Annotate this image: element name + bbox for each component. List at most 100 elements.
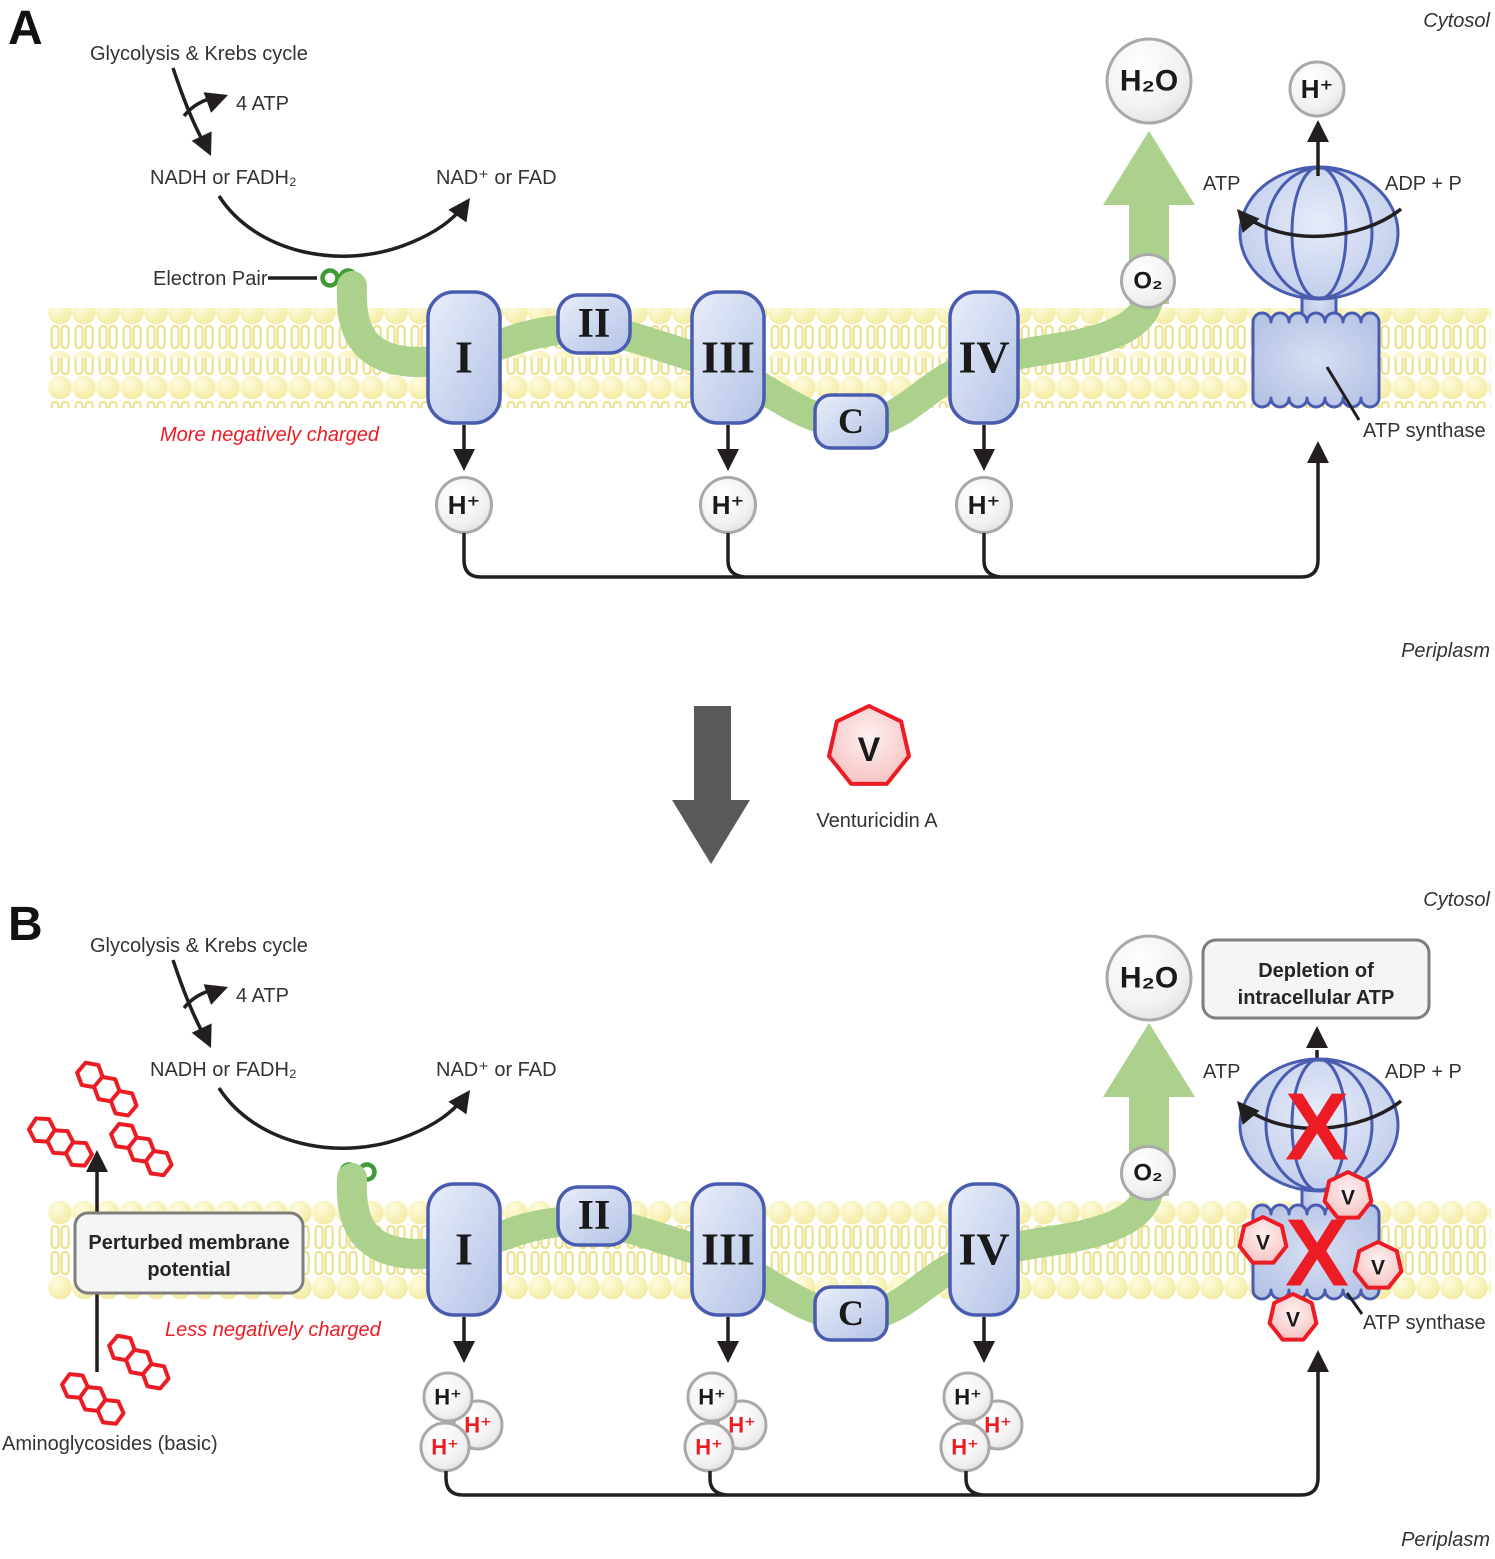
cytochrome-c-label: C xyxy=(838,1293,864,1333)
nadh-label: NADH or FADH₂ xyxy=(150,1059,297,1081)
complex-ii xyxy=(556,1185,632,1247)
h2o-label: H₂O xyxy=(1120,65,1178,98)
depletion-text-2: intracellular ATP xyxy=(1238,987,1395,1009)
arrowhead-icon xyxy=(717,449,739,471)
complex-iii xyxy=(690,1182,766,1317)
arrowhead-icon xyxy=(717,1341,739,1363)
charge-note: Less negatively charged xyxy=(165,1319,382,1341)
periplasm-label: Periplasm xyxy=(1401,640,1490,662)
cytosol-label: Cytosol xyxy=(1423,10,1490,32)
venturicidin-symbol: V xyxy=(1341,1187,1355,1210)
o2-circle xyxy=(1120,253,1176,309)
transition: V Venturicidin A xyxy=(672,704,938,864)
o2-arrow-head xyxy=(1103,1023,1195,1097)
perturbed-text-2: potential xyxy=(147,1259,230,1281)
arrowhead-icon xyxy=(973,449,995,471)
venturicidin-heptagon xyxy=(827,704,911,786)
h-plus-label: H⁺ xyxy=(464,1413,492,1438)
h-plus-label: H⁺ xyxy=(951,1435,979,1460)
synthase-pointer xyxy=(1345,1292,1364,1315)
h-plus-circle xyxy=(699,476,757,534)
complex-iii xyxy=(690,290,766,425)
adp-label: ADP + P xyxy=(1385,173,1462,195)
venturicidin-name: Venturicidin A xyxy=(816,810,938,832)
aminoglycoside-chain xyxy=(73,1058,141,1121)
nad-label: NAD⁺ or FAD xyxy=(436,167,557,189)
proton-return-branch xyxy=(964,1471,983,1497)
synthase-head xyxy=(1238,165,1400,301)
complex-i-label: I xyxy=(455,332,473,383)
aminoglycoside-chain xyxy=(107,1119,175,1180)
nadh-to-nad-arc xyxy=(217,1087,465,1150)
complex-iii-label: III xyxy=(701,332,755,383)
blocked-x-head: X xyxy=(1285,1074,1349,1181)
arrowhead-icon xyxy=(1307,120,1329,142)
glycolysis-label: Glycolysis & Krebs cycle xyxy=(90,43,308,65)
venturicidin-symbol: V xyxy=(1256,1232,1270,1255)
h-plus-cluster: H⁺ H⁺ H⁺ xyxy=(683,1371,768,1473)
aminoglycoside-chain xyxy=(58,1369,127,1429)
cytochrome-c xyxy=(813,393,889,450)
arrowhead-icon xyxy=(203,84,232,113)
arrowhead-icon xyxy=(973,1341,995,1363)
rotation-arrow xyxy=(1239,207,1403,239)
charge-note: More negatively charged xyxy=(160,424,380,446)
nadh-label: NADH or FADH₂ xyxy=(150,167,297,189)
transition-arrow-head xyxy=(672,800,750,864)
aminoglycoside-chain xyxy=(105,1331,173,1394)
h2o-circle xyxy=(1105,37,1193,125)
h2o-label: H₂O xyxy=(1120,962,1178,995)
o2-label: O₂ xyxy=(1133,268,1162,295)
glycolysis-arrow xyxy=(171,959,208,1040)
h-plus-circle xyxy=(955,476,1013,534)
glycolysis-arrow xyxy=(171,67,208,148)
o2-label: O₂ xyxy=(1133,1160,1162,1187)
panel-b: B Cytosol Periplasm Glycolysis & Krebs c… xyxy=(2,889,1491,1551)
perturbed-box xyxy=(73,1211,305,1295)
panel-b-label: B xyxy=(8,898,43,951)
complex-ii-label: II xyxy=(578,301,611,347)
h-plus-label: H⁺ xyxy=(434,1385,462,1410)
four-atp-label: 4 ATP xyxy=(236,985,289,1007)
atp-synthase-label: ATP synthase xyxy=(1363,1312,1486,1334)
h-plus-cluster: H⁺ H⁺ H⁺ xyxy=(939,1371,1024,1473)
nadh-to-nad-arc xyxy=(217,195,465,258)
arrowhead-icon xyxy=(203,976,232,1005)
proton-return-branch xyxy=(982,533,1001,579)
venturicidin-symbol: V xyxy=(1286,1309,1300,1332)
adp-label: ADP + P xyxy=(1385,1061,1462,1083)
perturbed-text-1: Perturbed membrane xyxy=(88,1232,289,1254)
h-plus-cluster: H⁺ H⁺ H⁺ xyxy=(419,1371,504,1473)
proton-return-path xyxy=(444,1370,1320,1497)
complex-iii-label: III xyxy=(701,1224,755,1275)
electron-icon xyxy=(320,268,340,288)
synthase-base xyxy=(1251,311,1381,409)
complex-iv-label: IV xyxy=(958,1224,1009,1275)
complex-ii xyxy=(556,293,632,355)
atp-synthase-label: ATP synthase xyxy=(1363,420,1486,442)
atp-synthase xyxy=(1238,165,1400,409)
o2-circle xyxy=(1120,1145,1176,1201)
o2-arrow-head xyxy=(1103,131,1195,205)
h-plus-label: H⁺ xyxy=(728,1413,756,1438)
venturicidin-symbol: V xyxy=(858,731,881,769)
electron-pair-label: Electron Pair xyxy=(153,268,268,290)
complex-i xyxy=(426,1182,502,1317)
panel-a-label: A xyxy=(8,2,43,55)
aminoglycoside-chain xyxy=(25,1113,95,1171)
depletion-text-1: Depletion of xyxy=(1258,960,1374,982)
h-plus-label: H⁺ xyxy=(712,490,745,520)
transition-arrow-shaft xyxy=(694,706,731,802)
complex-iv-label: IV xyxy=(958,332,1009,383)
arrowhead-icon xyxy=(1306,1026,1328,1048)
complex-iv xyxy=(948,1182,1020,1317)
proton-return-branch xyxy=(726,533,745,579)
h-plus-label: H⁺ xyxy=(698,1385,726,1410)
rotation-arrow xyxy=(1239,1099,1403,1131)
venturicidin-symbol: V xyxy=(1371,1257,1385,1280)
cytochrome-c xyxy=(813,1285,889,1342)
complex-i-label: I xyxy=(455,1224,473,1275)
h-plus-label: H⁺ xyxy=(1301,74,1334,104)
h-plus-label: H⁺ xyxy=(984,1413,1012,1438)
h2o-circle xyxy=(1105,934,1193,1022)
